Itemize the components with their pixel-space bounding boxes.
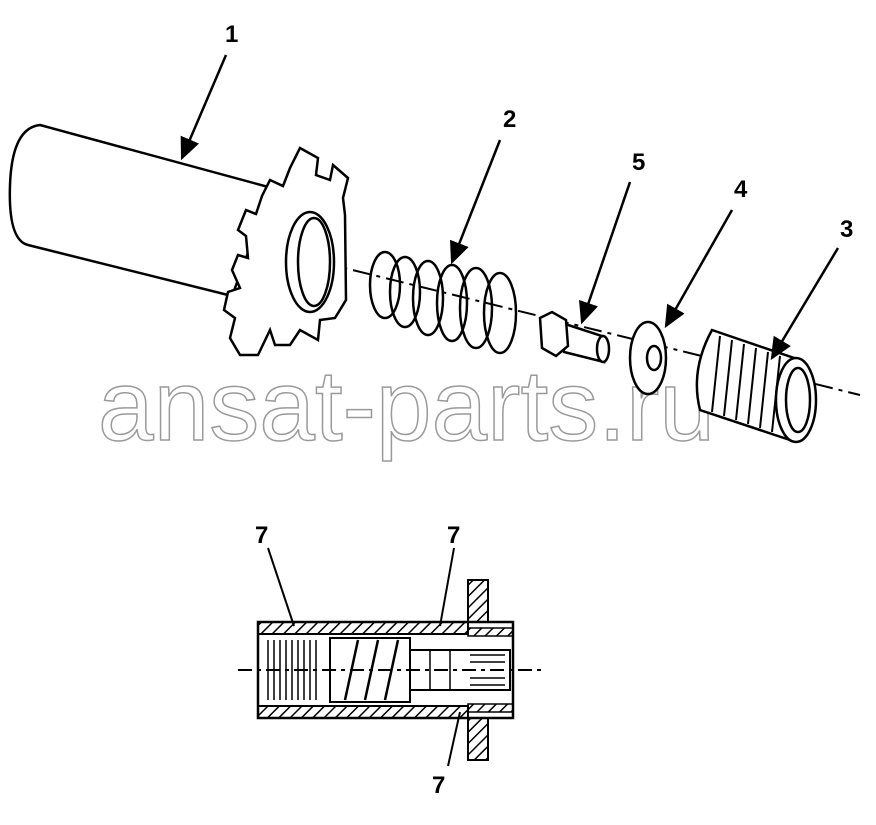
- section-callout-bottom: 7: [432, 711, 461, 799]
- callout-2: 2: [450, 106, 516, 265]
- section-view: [238, 579, 545, 761]
- watermark: ansat-parts.ru: [98, 350, 715, 462]
- callout-3: 3: [770, 216, 853, 361]
- svg-text:5: 5: [632, 149, 645, 176]
- pin: [538, 310, 611, 364]
- housing-sleeve: [8, 123, 350, 357]
- svg-text:4: 4: [734, 176, 748, 203]
- svg-text:7: 7: [255, 522, 268, 549]
- bearing: [695, 328, 818, 444]
- svg-text:7: 7: [447, 522, 460, 549]
- section-callout-top-left: 7: [255, 522, 295, 627]
- svg-text:7: 7: [432, 772, 445, 799]
- svg-text:1: 1: [225, 21, 238, 48]
- callout-1: 1: [180, 21, 238, 161]
- callout-4: 4: [664, 176, 748, 329]
- centerline: [319, 261, 861, 396]
- callout-5: 5: [579, 149, 645, 325]
- svg-text:3: 3: [840, 216, 853, 243]
- section-callout-top-right: 7: [439, 522, 460, 627]
- spring: [368, 250, 518, 355]
- svg-text:2: 2: [503, 106, 516, 133]
- washer: [628, 320, 668, 396]
